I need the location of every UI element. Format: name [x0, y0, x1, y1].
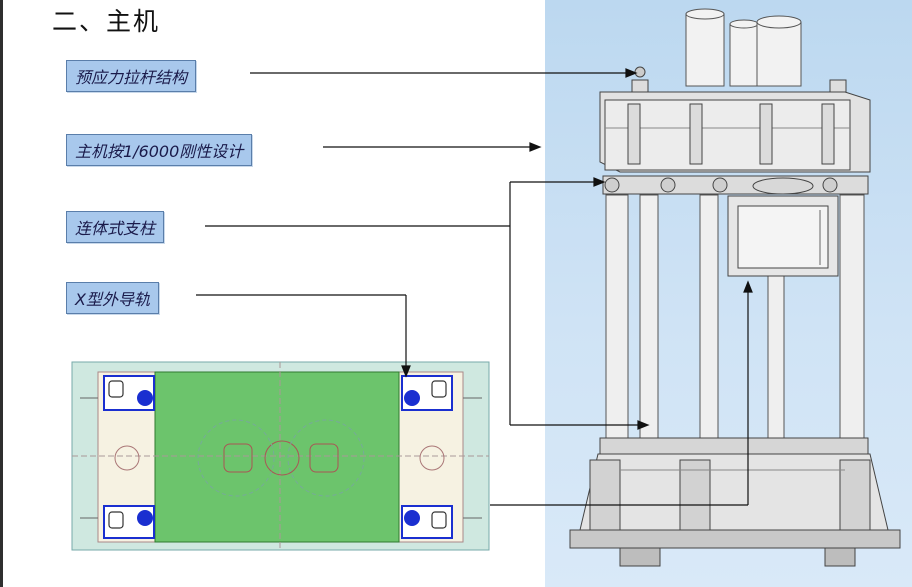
guide-rail-cross-section	[71, 361, 490, 551]
label-prestressed-tie-rod: 预应力拉杆结构	[66, 60, 197, 92]
tie-rod-nuts	[602, 175, 869, 195]
upper-crown	[599, 66, 871, 173]
slide-title: 二、主机	[52, 7, 161, 36]
label-integrated-column: 连体式支柱	[66, 211, 165, 243]
slide-left-border	[0, 0, 3, 587]
lower-base	[569, 437, 901, 567]
hydraulic-cylinders	[685, 8, 802, 87]
leader-lines	[196, 68, 753, 506]
label-rigidity-design: 主机按1/6000刚性设计	[66, 134, 253, 166]
label-x-type-guide: X型外导轨	[66, 282, 159, 314]
moving-slide	[727, 177, 839, 277]
integrated-columns	[605, 194, 865, 441]
